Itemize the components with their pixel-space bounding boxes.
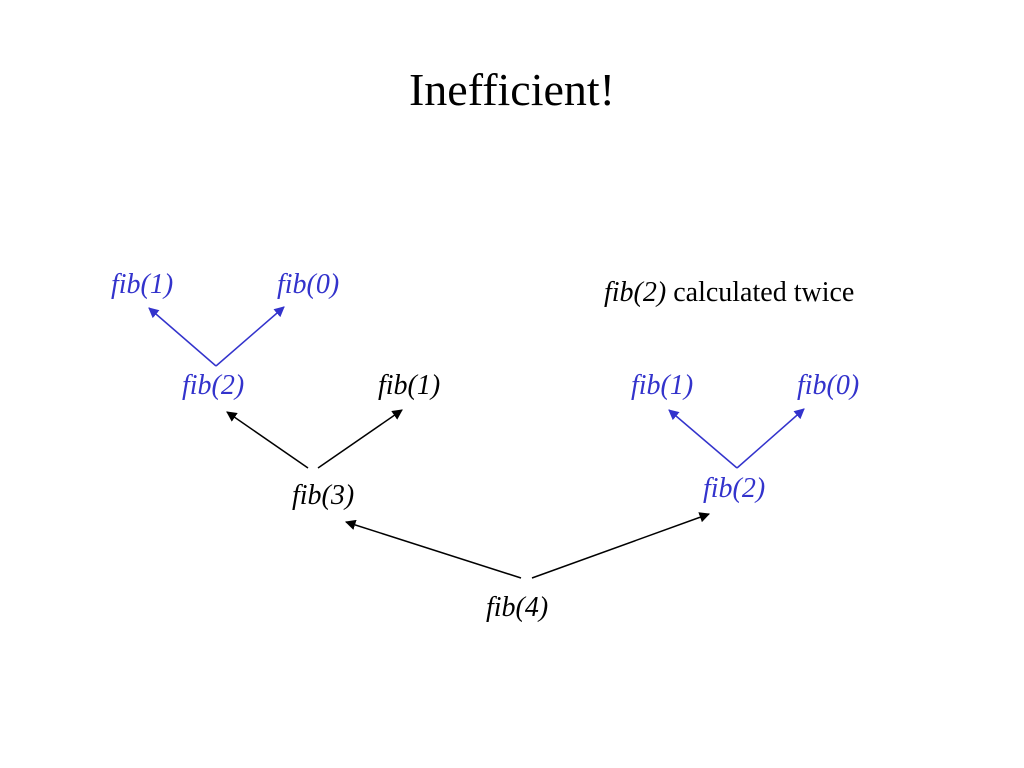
edge-left-to-left-right [317, 409, 403, 469]
node-fib1-right-branch: fib(1) [631, 370, 694, 401]
node-fib1-from-fib3: fib(1) [378, 370, 441, 401]
edge-left-to-left-left [226, 411, 309, 469]
edge-right-to-fib1 [668, 409, 738, 469]
node-fib0-right-branch: fib(0) [797, 370, 860, 401]
edge-left-left-to-fib1 [148, 307, 217, 367]
duplicate-call-text: calculated twice [666, 277, 855, 308]
node-fib0-left-branch: fib(0) [277, 269, 340, 300]
node-fib1-left-branch: fib(1) [111, 269, 174, 300]
duplicate-call-name: fib(2) [604, 277, 667, 308]
edge-root-to-left [344, 519, 522, 579]
node-fib2-left: fib(2) [182, 370, 245, 401]
node-fib3: fib(3) [292, 480, 355, 511]
node-fib4: fib(4) [486, 592, 549, 623]
edge-root-to-right [531, 512, 710, 579]
edge-right-to-fib0 [736, 408, 805, 469]
node-fib2-right: fib(2) [703, 473, 766, 504]
edge-left-left-to-fib0 [215, 306, 285, 367]
duplicate-call-note: fib(2) calculated twice [604, 277, 854, 309]
slide-title: Inefficient! [408, 64, 616, 115]
